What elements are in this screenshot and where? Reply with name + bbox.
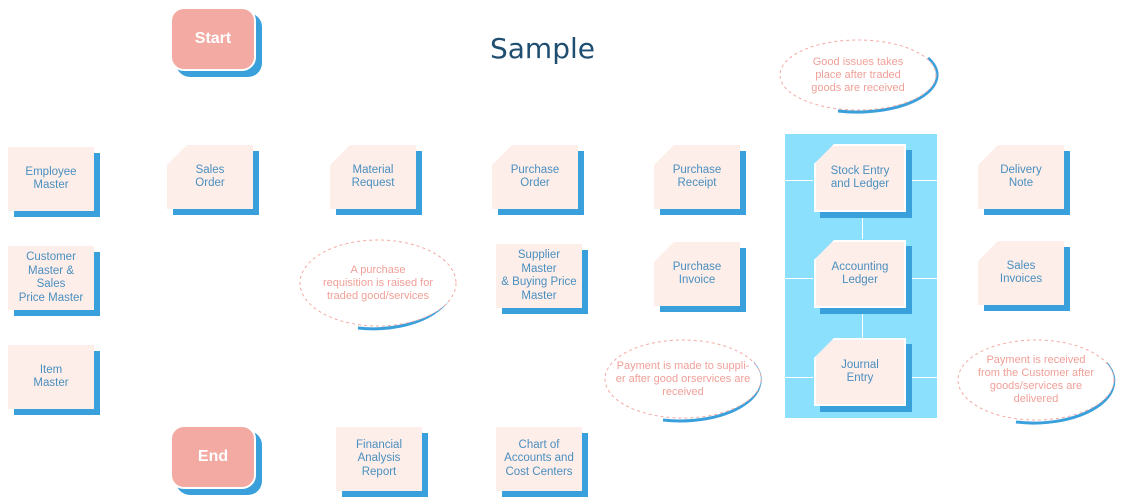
supplier-master-box[interactable]: Supplier Master & Buying Price Master xyxy=(496,244,588,314)
delivery-note-box[interactable]: Delivery Note xyxy=(978,145,1070,215)
arrow-journal-to-accounting xyxy=(862,312,863,338)
financial-report-box[interactable]: Financial Analysis Report xyxy=(336,427,428,497)
purchase-receipt-label: Purchase Receipt xyxy=(654,145,740,209)
chart-of-accounts-label: Chart of Accounts and Cost Centers xyxy=(496,427,582,491)
note-ellipse xyxy=(957,339,1116,425)
customer-master-box[interactable]: Customer Master & Sales Price Master xyxy=(8,246,100,316)
purchase-invoice-box[interactable]: Purchase Invoice xyxy=(654,242,746,312)
note-payment-made: Payment is made to suppli- er after good… xyxy=(603,338,763,423)
arrow-stock-to-accounting xyxy=(862,215,863,239)
arrow-receipt-to-stock xyxy=(785,180,813,181)
purchase-order-box[interactable]: Purchase Order xyxy=(492,145,584,215)
arrow-delivery-to-stock xyxy=(908,180,937,181)
employee-master-box[interactable]: Employee Master xyxy=(8,147,100,217)
journal-entry-box[interactable]: Journal Entry xyxy=(814,338,912,412)
material-request-box[interactable]: Material Request xyxy=(330,145,422,215)
note-purchase-requisition: A purchase requisition is raised for tra… xyxy=(298,238,458,331)
stock-entry-box[interactable]: Stock Entry and Ledger xyxy=(814,144,912,218)
supplier-master-label: Supplier Master & Buying Price Master xyxy=(496,244,582,308)
material-request-label: Material Request xyxy=(330,145,416,209)
sales-order-box[interactable]: Sales Order xyxy=(167,145,259,215)
note-ellipse xyxy=(779,39,939,114)
note-payment-received: Payment is received from the Customer af… xyxy=(956,338,1116,425)
note-purchase-requisition-text: A purchase requisition is raised for tra… xyxy=(322,263,434,302)
note-good-issues-text: Good issues takes place after traded goo… xyxy=(811,55,905,94)
end-terminal[interactable]: End xyxy=(170,425,256,489)
customer-master-label: Customer Master & Sales Price Master xyxy=(8,246,94,310)
note-ellipse xyxy=(604,339,762,423)
note-payment-made-text: Payment is made to suppli- er after good… xyxy=(615,359,751,398)
chart-of-accounts-box[interactable]: Chart of Accounts and Cost Centers xyxy=(496,427,588,497)
item-master-box[interactable]: Item Master xyxy=(8,345,100,415)
diagram-title: Sample xyxy=(490,32,595,65)
sales-order-label: Sales Order xyxy=(167,145,253,209)
delivery-note-label: Delivery Note xyxy=(978,145,1064,209)
note-payment-received-text: Payment is received from the Customer af… xyxy=(977,354,1095,405)
accounting-ledger-box[interactable]: Accounting Ledger xyxy=(814,240,912,314)
sales-invoices-label: Sales Invoices xyxy=(978,241,1064,305)
accounting-ledger-label: Accounting Ledger xyxy=(814,240,906,308)
arrow-payment-to-journal xyxy=(785,377,813,378)
purchase-order-label: Purchase Order xyxy=(492,145,578,209)
stock-entry-label: Stock Entry and Ledger xyxy=(814,144,906,212)
purchase-invoice-label: Purchase Invoice xyxy=(654,242,740,306)
purchase-receipt-box[interactable]: Purchase Receipt xyxy=(654,145,746,215)
journal-entry-label: Journal Entry xyxy=(814,338,906,406)
arrow-payment-received-to-journal xyxy=(908,377,937,378)
arrow-invoice-to-accounting xyxy=(785,278,813,279)
item-master-label: Item Master xyxy=(8,345,94,409)
note-ellipse xyxy=(299,239,457,331)
arrow-sales-invoice-to-accounting xyxy=(908,278,937,279)
financial-report-label: Financial Analysis Report xyxy=(336,427,422,491)
employee-master-label: Employee Master xyxy=(8,147,94,211)
sales-invoices-box[interactable]: Sales Invoices xyxy=(978,241,1070,311)
note-good-issues: Good issues takes place after traded goo… xyxy=(778,38,939,114)
start-terminal[interactable]: Start xyxy=(170,7,256,71)
